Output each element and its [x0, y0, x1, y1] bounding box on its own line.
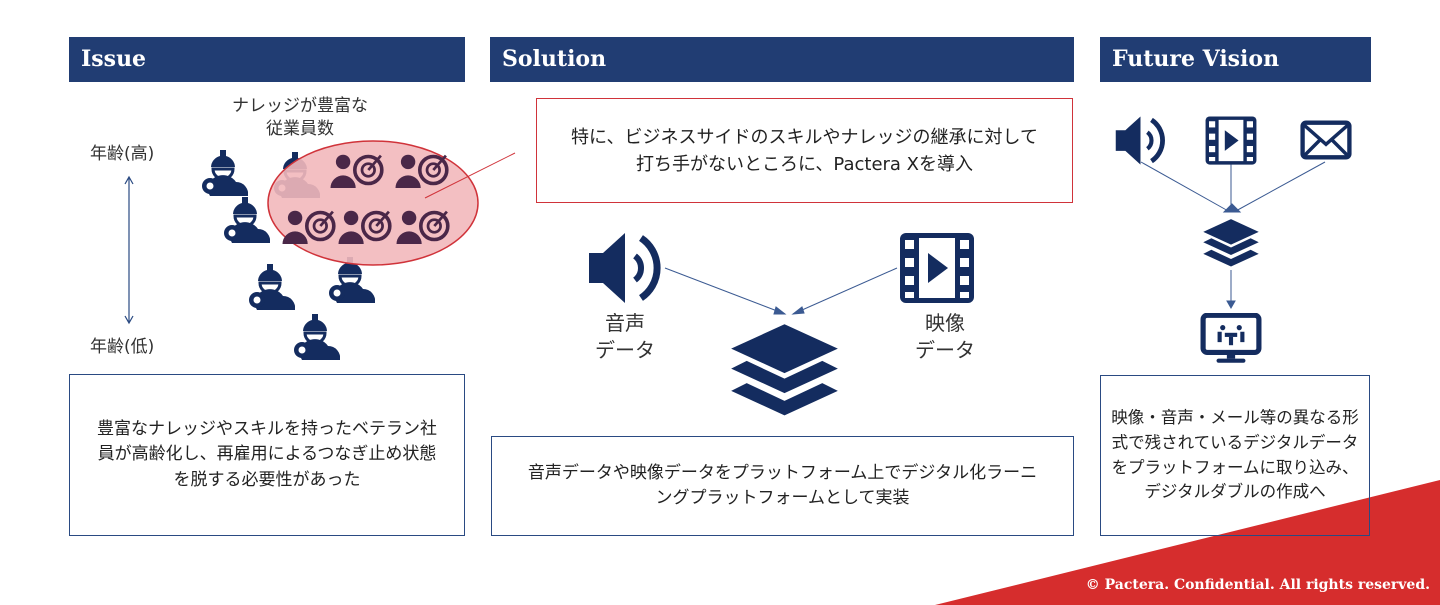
audio-data-label: 音声 データ: [595, 311, 655, 362]
future-description: 映像・音声・メール等の異なる形式で残されているデジタルデータをプラットフォームに…: [1100, 375, 1370, 536]
video-data-label: 映像 データ: [915, 311, 975, 362]
age-high-label: 年齢(高): [90, 144, 155, 164]
age-low-label: 年齢(低): [90, 337, 155, 357]
video-icon: [1200, 113, 1262, 168]
solution-header: Solution: [490, 37, 1074, 82]
age-axis-arrow: [124, 175, 134, 325]
speaker-icon: [1113, 113, 1168, 168]
platform-layers-icon: [1202, 218, 1260, 270]
issue-header: Issue: [69, 37, 465, 82]
issue-description: 豊富なナレッジやスキルを持ったベテラン社員が高齢化し、再雇用によるつなぎ止め状態…: [69, 374, 465, 536]
solution-description: 音声データや映像データをプラットフォーム上でデジタル化ラーニングプラットフォーム…: [491, 436, 1074, 536]
copyright-footer: © Pactera. Confidential. All rights rese…: [1085, 577, 1430, 593]
solution-callout: 特に、ビジネスサイドのスキルやナレッジの継承に対して打ち手がないところに、Pac…: [536, 98, 1073, 203]
platform-layers-icon: [727, 322, 842, 422]
mail-icon: [1300, 118, 1352, 162]
digital-double-monitor-icon: [1200, 313, 1262, 365]
future-header: Future Vision: [1100, 37, 1371, 82]
crowd-label: ナレッジが豊富な 従業員数: [232, 96, 368, 139]
